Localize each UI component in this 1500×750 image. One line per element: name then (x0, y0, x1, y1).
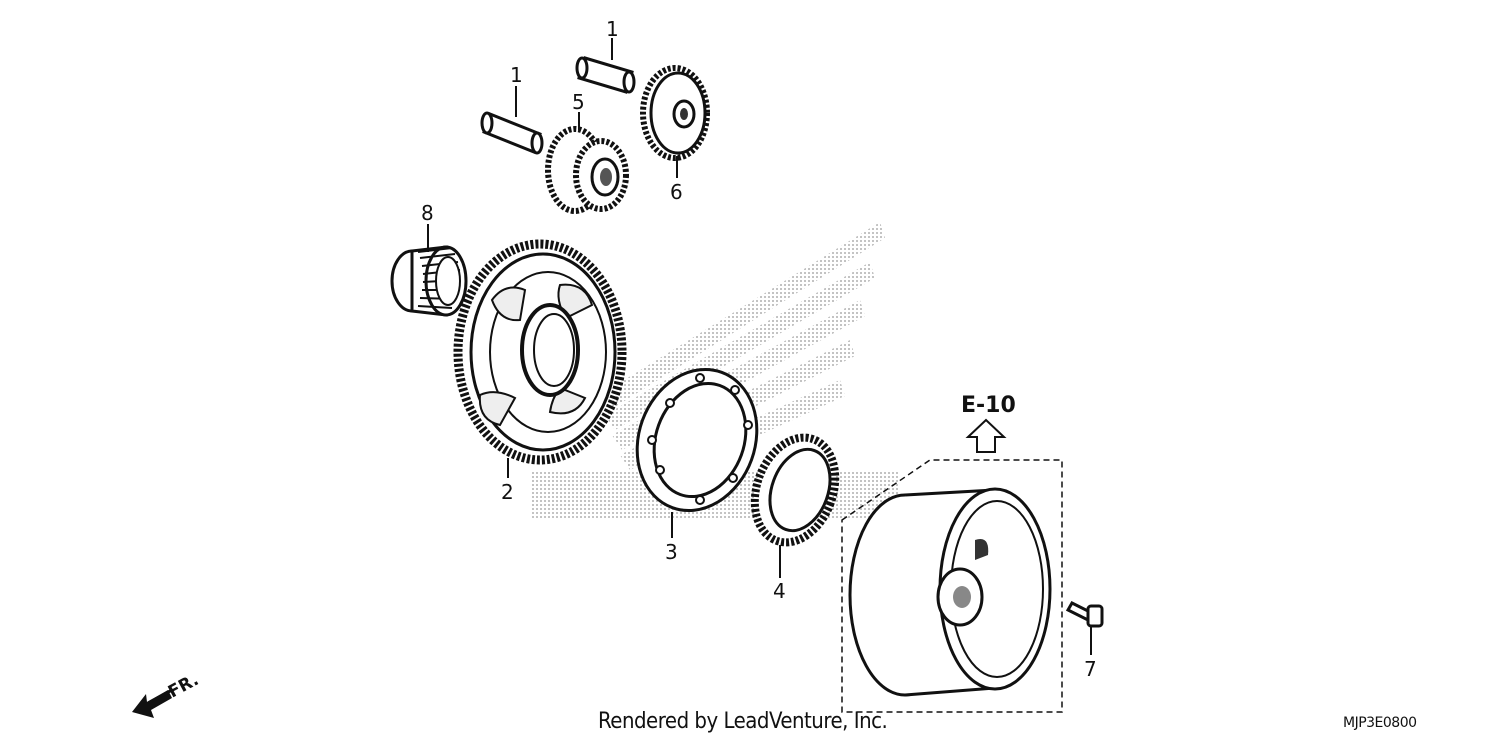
needle-bearing (390, 245, 468, 317)
callout-pin-upper: 1 (606, 17, 619, 41)
double-gear (545, 126, 629, 214)
callout-needle-bearing: 8 (421, 201, 434, 225)
callout-one-way-clutch-plate: 3 (665, 540, 678, 564)
reference-label: E-10 (961, 393, 1016, 418)
flywheel-bolt (1065, 601, 1104, 628)
pin-lower (480, 111, 544, 155)
callout-double-gear: 5 (572, 90, 585, 114)
diagram-code: MJP3E0800 (1343, 715, 1417, 731)
callout-flywheel-bolt: 7 (1084, 657, 1097, 681)
front-direction-arrow-icon (132, 688, 173, 718)
callout-pin-lower: 1 (510, 63, 523, 87)
reference-arrow-icon (965, 418, 1007, 453)
flywheel-assembly (841, 459, 1063, 713)
gear-disc (640, 65, 710, 161)
one-way-clutch (750, 433, 840, 547)
callout-starter-driven-gear: 2 (501, 480, 514, 504)
callout-one-way-clutch: 4 (773, 579, 786, 603)
starter-driven-gear (453, 239, 627, 465)
one-way-clutch-plate (635, 367, 759, 513)
callout-gear-disc: 6 (670, 180, 683, 204)
credit-text: Rendered by LeadVenture, Inc. (598, 709, 888, 734)
leader-lines (427, 38, 1092, 655)
pin-upper (575, 56, 636, 94)
